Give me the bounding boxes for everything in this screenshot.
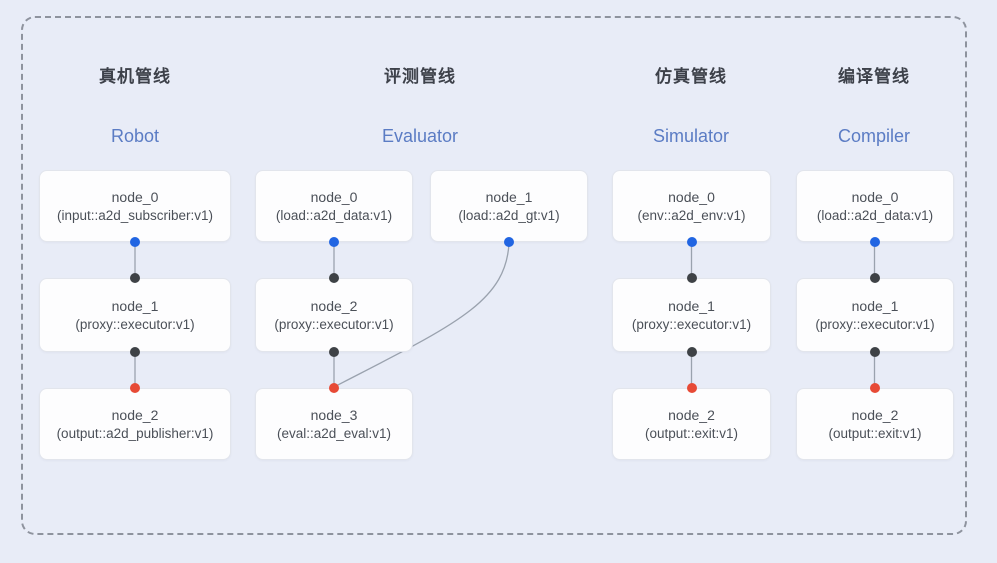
node-title: node_1 <box>111 298 159 314</box>
node-title: node_2 <box>851 407 899 423</box>
node-evaluator-1: node_1 (load::a2d_gt:v1) <box>430 170 588 242</box>
header-cn-robot: 真机管线 <box>99 67 171 86</box>
node-evaluator-2: node_2 (proxy::executor:v1) <box>255 278 413 352</box>
node-robot-2: node_2 (output::a2d_publisher:v1) <box>39 388 231 460</box>
node-robot-1: node_1 (proxy::executor:v1) <box>39 278 231 352</box>
node-title: node_2 <box>310 298 358 314</box>
port-sink-dot-robot-n2 <box>130 383 140 393</box>
port-source-dot-evaluator-n1 <box>504 237 514 247</box>
node-evaluator-3: node_3 (eval::a2d_eval:v1) <box>255 388 413 460</box>
node-subtitle: (load::a2d_gt:v1) <box>458 208 560 223</box>
node-subtitle: (eval::a2d_eval:v1) <box>276 426 392 441</box>
port-output-dot-robot-n1 <box>130 347 140 357</box>
node-evaluator-0: node_0 (load::a2d_data:v1) <box>255 170 413 242</box>
node-title: node_3 <box>310 407 358 423</box>
node-subtitle: (output::exit:v1) <box>828 426 922 441</box>
port-output-dot-evaluator-n2 <box>329 347 339 357</box>
node-simulator-2: node_2 (output::exit:v1) <box>612 388 771 460</box>
node-subtitle: (proxy::executor:v1) <box>631 317 752 332</box>
node-compiler-2: node_2 (output::exit:v1) <box>796 388 954 460</box>
node-subtitle: (proxy::executor:v1) <box>815 317 935 332</box>
dashed-frame <box>21 16 967 535</box>
node-subtitle: (output::a2d_publisher:v1) <box>56 426 214 441</box>
port-input-dot-simulator-n1 <box>686 273 697 283</box>
header-en-robot: Robot <box>110 126 160 146</box>
node-subtitle: (proxy::executor:v1) <box>75 317 195 332</box>
port-source-dot-evaluator-n0 <box>329 237 339 247</box>
port-source-dot-robot-n0 <box>130 237 140 247</box>
port-sink-dot-evaluator-n3 <box>329 383 339 393</box>
node-robot-0: node_0 (input::a2d_subscriber:v1) <box>39 170 231 242</box>
port-output-dot-simulator-n1 <box>686 347 697 357</box>
header-en-evaluator: Evaluator <box>381 126 459 146</box>
node-compiler-1: node_1 (proxy::executor:v1) <box>796 278 954 352</box>
header-cn-compiler: 编译管线 <box>838 67 910 86</box>
port-sink-dot-simulator-n2 <box>686 383 697 393</box>
port-sink-dot-compiler-n2 <box>869 383 880 393</box>
node-subtitle: (env::a2d_env:v1) <box>637 208 746 223</box>
port-input-dot-robot-n1 <box>130 273 140 283</box>
node-simulator-0: node_0 (env::a2d_env:v1) <box>612 170 771 242</box>
node-simulator-1: node_1 (proxy::executor:v1) <box>612 278 771 352</box>
header-en-simulator: Simulator <box>652 126 730 146</box>
node-subtitle: (load::a2d_data:v1) <box>816 208 934 223</box>
node-compiler-0: node_0 (load::a2d_data:v1) <box>796 170 954 242</box>
edge-evaluator-n1-n3-curve <box>333 242 510 388</box>
node-title: node_2 <box>668 407 715 423</box>
port-input-dot-compiler-n1 <box>869 273 880 283</box>
node-title: node_0 <box>310 189 358 205</box>
node-subtitle: (output::exit:v1) <box>644 426 739 441</box>
header-en-compiler: Compiler <box>837 126 911 146</box>
node-title: node_0 <box>851 189 899 205</box>
node-title: node_1 <box>485 189 533 205</box>
port-source-dot-compiler-n0 <box>869 237 880 247</box>
node-title: node_1 <box>668 298 715 314</box>
header-cn-simulator: 仿真管线 <box>655 67 727 86</box>
node-title: node_1 <box>851 298 899 314</box>
port-output-dot-compiler-n1 <box>869 347 880 357</box>
node-subtitle: (proxy::executor:v1) <box>274 317 394 332</box>
node-subtitle: (input::a2d_subscriber:v1) <box>56 208 214 223</box>
node-title: node_0 <box>668 189 715 205</box>
node-subtitle: (load::a2d_data:v1) <box>275 208 393 223</box>
node-title: node_0 <box>111 189 159 205</box>
port-input-dot-evaluator-n2 <box>329 273 339 283</box>
header-cn-evaluator: 评测管线 <box>384 67 456 86</box>
node-title: node_2 <box>111 407 159 423</box>
port-source-dot-simulator-n0 <box>686 237 697 247</box>
